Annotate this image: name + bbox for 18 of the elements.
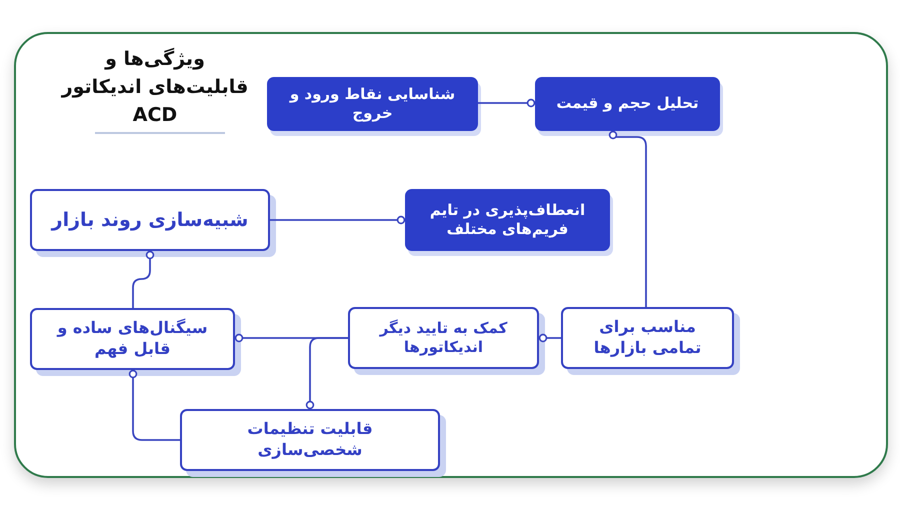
feature-label: قابلیت تنظیمات شخصی‌سازی [246,419,374,461]
connector-line [478,98,536,108]
connector-line [538,334,561,342]
feature-box [405,189,610,251]
feature-label: سیگنال‌های ساده و قابل فهم [56,318,209,360]
feature-box [535,77,720,131]
feature-label: کمک به تایید دیگر اندیکاتورها [378,318,508,358]
feature-label: شبیه‌سازی روند بازار [52,208,248,232]
connector-line [270,216,406,224]
feature-box [267,77,478,131]
connector-line [306,337,348,410]
feature-label: مناسب برای تمامی بازارها [592,317,702,359]
connector-line [132,250,154,308]
feature-label: انعطاف‌پذیری در تایم فریم‌های مختلف [428,200,586,240]
connector-line [608,130,647,307]
connector-line [128,370,180,441]
feature-label: تحلیل حجم و قیمت [556,94,699,114]
feature-label: شناسایی نقاط ورود و خروج [288,84,456,124]
